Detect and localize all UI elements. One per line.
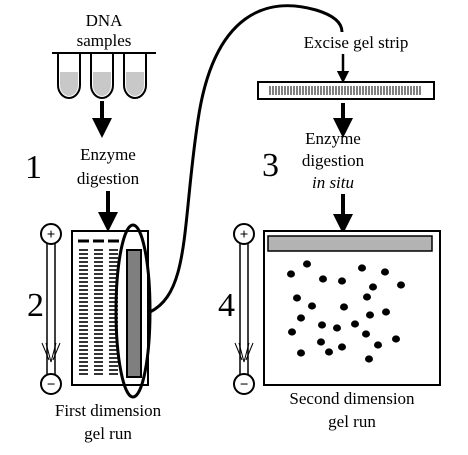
first-dimension-caption-line1: First dimension <box>55 401 162 420</box>
enzyme-label-1-line1: Enzyme <box>80 145 136 164</box>
protein-spot <box>362 330 370 338</box>
protein-spots <box>287 260 405 363</box>
step-number-4: 4 <box>218 287 235 324</box>
negative-electrode-sign-2: − <box>240 377 249 393</box>
enzyme-label-2-line3: in situ <box>312 173 354 192</box>
protein-spot <box>338 277 346 285</box>
protein-spot <box>340 303 348 311</box>
sample-tube <box>57 53 81 99</box>
first-dimension-caption-line2: gel run <box>84 424 132 443</box>
enzyme-label-2-line2: digestion <box>302 151 365 170</box>
protein-spot <box>287 270 295 278</box>
enzyme-label-1-line2: digestion <box>77 169 140 188</box>
enzyme-label-2-line1: Enzyme <box>305 129 361 148</box>
protein-spot <box>358 264 366 272</box>
protein-spot <box>369 283 377 291</box>
protein-spot <box>333 324 341 332</box>
transfer-curve <box>149 4 344 314</box>
positive-electrode <box>233 223 255 245</box>
step-number-1: 1 <box>25 149 42 186</box>
protein-spot <box>308 302 316 310</box>
negative-electrode <box>40 373 62 395</box>
protein-spot <box>325 348 333 356</box>
dna-label-line1: DNA <box>86 11 124 30</box>
protein-spot <box>338 343 346 351</box>
second-dimension-caption-line2: gel run <box>328 412 376 431</box>
second-dimension-caption-line1: Second dimension <box>289 389 415 408</box>
protein-spot <box>366 311 374 319</box>
protein-spot <box>297 349 305 357</box>
protein-spot <box>365 355 373 363</box>
electrode-bar-right: + − <box>233 223 255 395</box>
protein-spot <box>297 314 305 322</box>
protein-spot <box>293 294 301 302</box>
protein-spot <box>363 293 371 301</box>
protein-spot <box>288 328 296 336</box>
negative-electrode <box>233 373 255 395</box>
step-number-2: 2 <box>27 287 44 324</box>
second-dimension-gel <box>263 230 441 386</box>
protein-spot <box>317 338 325 346</box>
dna-label-line2: samples <box>77 31 132 50</box>
protein-spot <box>351 320 359 328</box>
protein-spot <box>382 308 390 316</box>
selected-gel-lane <box>126 249 142 378</box>
negative-electrode-sign: − <box>47 377 56 393</box>
positive-electrode-sign-2: + <box>240 227 249 243</box>
protein-spot <box>381 268 389 276</box>
protein-spot <box>397 281 405 289</box>
excise-label: Excise gel strip <box>304 33 409 52</box>
loaded-gel-strip <box>267 235 433 252</box>
positive-electrode-sign: + <box>47 227 56 243</box>
positive-electrode <box>40 223 62 245</box>
protein-spot <box>392 335 400 343</box>
protein-spot <box>374 341 382 349</box>
protein-spot <box>319 275 327 283</box>
sample-tubes <box>57 53 147 99</box>
sample-tube <box>90 53 114 99</box>
step-number-3: 3 <box>262 147 279 184</box>
protein-spot <box>318 321 326 329</box>
strip-band-hatching <box>269 86 421 95</box>
protein-spot <box>303 260 311 268</box>
electrode-bar-left: + − <box>40 223 62 395</box>
sample-tube <box>123 53 147 99</box>
